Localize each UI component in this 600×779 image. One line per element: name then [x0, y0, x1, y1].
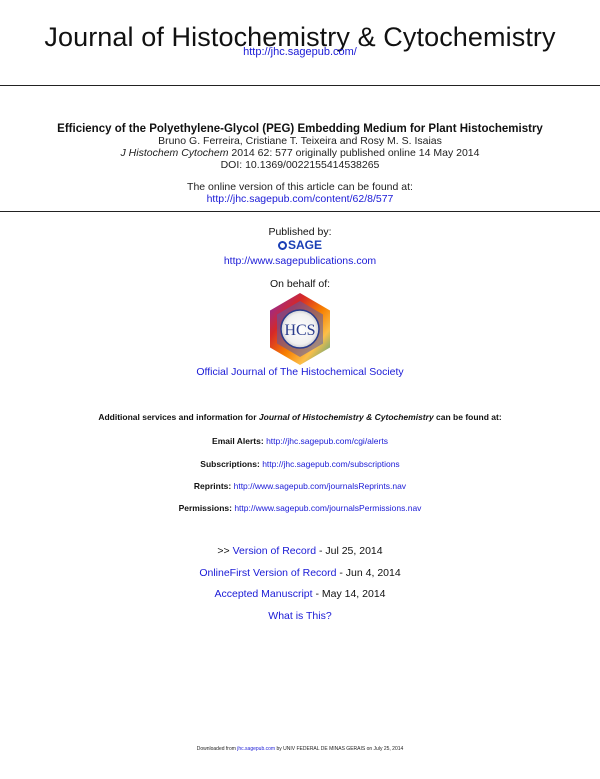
info-divider — [0, 211, 600, 212]
service-label: Subscriptions: — [200, 459, 260, 469]
service-label: Permissions: — [178, 503, 232, 513]
download-footer: Downloaded from jhc.sagepub.com by UNIV … — [0, 746, 600, 752]
service-link-reprints[interactable]: http://www.sagepub.com/journalsReprints.… — [233, 481, 407, 491]
services-heading-journal: Journal of Histochemistry & Cytochemistr… — [258, 412, 434, 422]
header-divider — [0, 85, 600, 86]
version-of-record-date: - Jul 25, 2014 — [316, 545, 383, 557]
article-title: Efficiency of the Polyethylene-Glycol (P… — [57, 123, 543, 135]
article-authors: Bruno G. Ferreira, Cristiane T. Teixeira… — [158, 135, 442, 147]
online-version-link[interactable]: http://jhc.sagepub.com/content/62/8/577 — [206, 193, 394, 205]
society-link[interactable]: Official Journal of The Histochemical So… — [196, 366, 404, 378]
on-behalf-label: On behalf of: — [269, 278, 331, 290]
online-version-text: The online version of this article can b… — [187, 181, 413, 193]
footer-link[interactable]: jhc.sagepub.com — [237, 746, 276, 752]
society-link-container: Official Journal of The Histochemical So… — [0, 366, 600, 378]
services-heading-post: can be found at: — [433, 412, 502, 422]
service-row-reprints: Reprints: http://www.sagepub.com/journal… — [0, 481, 600, 491]
article-citation: J Histochem Cytochem 2014 62: 577 origin… — [0, 147, 600, 159]
journal-url-container: http://jhc.sagepub.com/ — [0, 46, 600, 58]
footer-post: by UNIV FEDERAL DE MINAS GERAIS on July … — [275, 746, 404, 752]
publisher-url-link[interactable]: http://www.sagepublications.com — [223, 255, 377, 267]
onlinefirst-date: - Jun 4, 2014 — [336, 567, 401, 579]
hcs-logo-text: HCS — [284, 322, 315, 339]
service-row-permissions: Permissions: http://www.sagepub.com/jour… — [0, 503, 600, 513]
citation-journal: J Histochem Cytochem — [120, 147, 229, 159]
service-link-subscriptions[interactable]: http://jhc.sagepub.com/subscriptions — [262, 459, 400, 469]
service-row-subscriptions: Subscriptions: http://jhc.sagepub.com/su… — [0, 459, 600, 469]
hcs-logo[interactable]: HCS — [268, 292, 332, 366]
online-version-url-container: http://jhc.sagepub.com/content/62/8/577 — [0, 193, 600, 205]
service-link-email-alerts[interactable]: http://jhc.sagepub.com/cgi/alerts — [266, 436, 388, 446]
what-is-this-row: What is This? — [0, 610, 600, 622]
onlinefirst-row: OnlineFirst Version of Record - Jun 4, 2… — [0, 567, 600, 579]
journal-url-link[interactable]: http://jhc.sagepub.com/ — [243, 46, 357, 58]
hcs-hexagon-icon: HCS — [270, 293, 330, 365]
publisher-url-container: http://www.sagepublications.com — [0, 255, 600, 267]
accepted-manuscript-date: - May 14, 2014 — [312, 588, 386, 600]
citation-details: 2014 62: 577 originally published online… — [228, 147, 480, 159]
service-label: Email Alerts: — [212, 436, 264, 446]
service-label: Reprints: — [193, 481, 232, 491]
accepted-manuscript-row: Accepted Manuscript - May 14, 2014 — [0, 588, 600, 600]
version-of-record-row: >> Version of Record - Jul 25, 2014 — [0, 545, 600, 557]
sage-logo[interactable]: SAGE — [0, 238, 600, 252]
services-heading-pre: Additional services and information for — [98, 412, 259, 422]
version-of-record-link[interactable]: Version of Record — [232, 545, 317, 557]
sage-circle-icon — [277, 241, 287, 250]
service-row-email-alerts: Email Alerts: http://jhc.sagepub.com/cgi… — [0, 436, 600, 446]
onlinefirst-link[interactable]: OnlineFirst Version of Record — [199, 567, 337, 579]
what-is-this-link[interactable]: What is This? — [268, 610, 332, 622]
accepted-manuscript-link[interactable]: Accepted Manuscript — [214, 588, 313, 600]
sage-logo-text: SAGE — [287, 238, 322, 252]
version-prefix: >> — [217, 545, 233, 557]
footer-pre: Downloaded from — [196, 746, 238, 752]
journal-title: Journal of Histochemistry & Cytochemistr… — [44, 22, 556, 52]
service-link-permissions[interactable]: http://www.sagepub.com/journalsPermissio… — [234, 503, 422, 513]
services-heading: Additional services and information for … — [0, 412, 600, 422]
published-by-label: Published by: — [268, 226, 332, 238]
article-doi: DOI: 10.1369/0022155414538265 — [220, 159, 380, 171]
